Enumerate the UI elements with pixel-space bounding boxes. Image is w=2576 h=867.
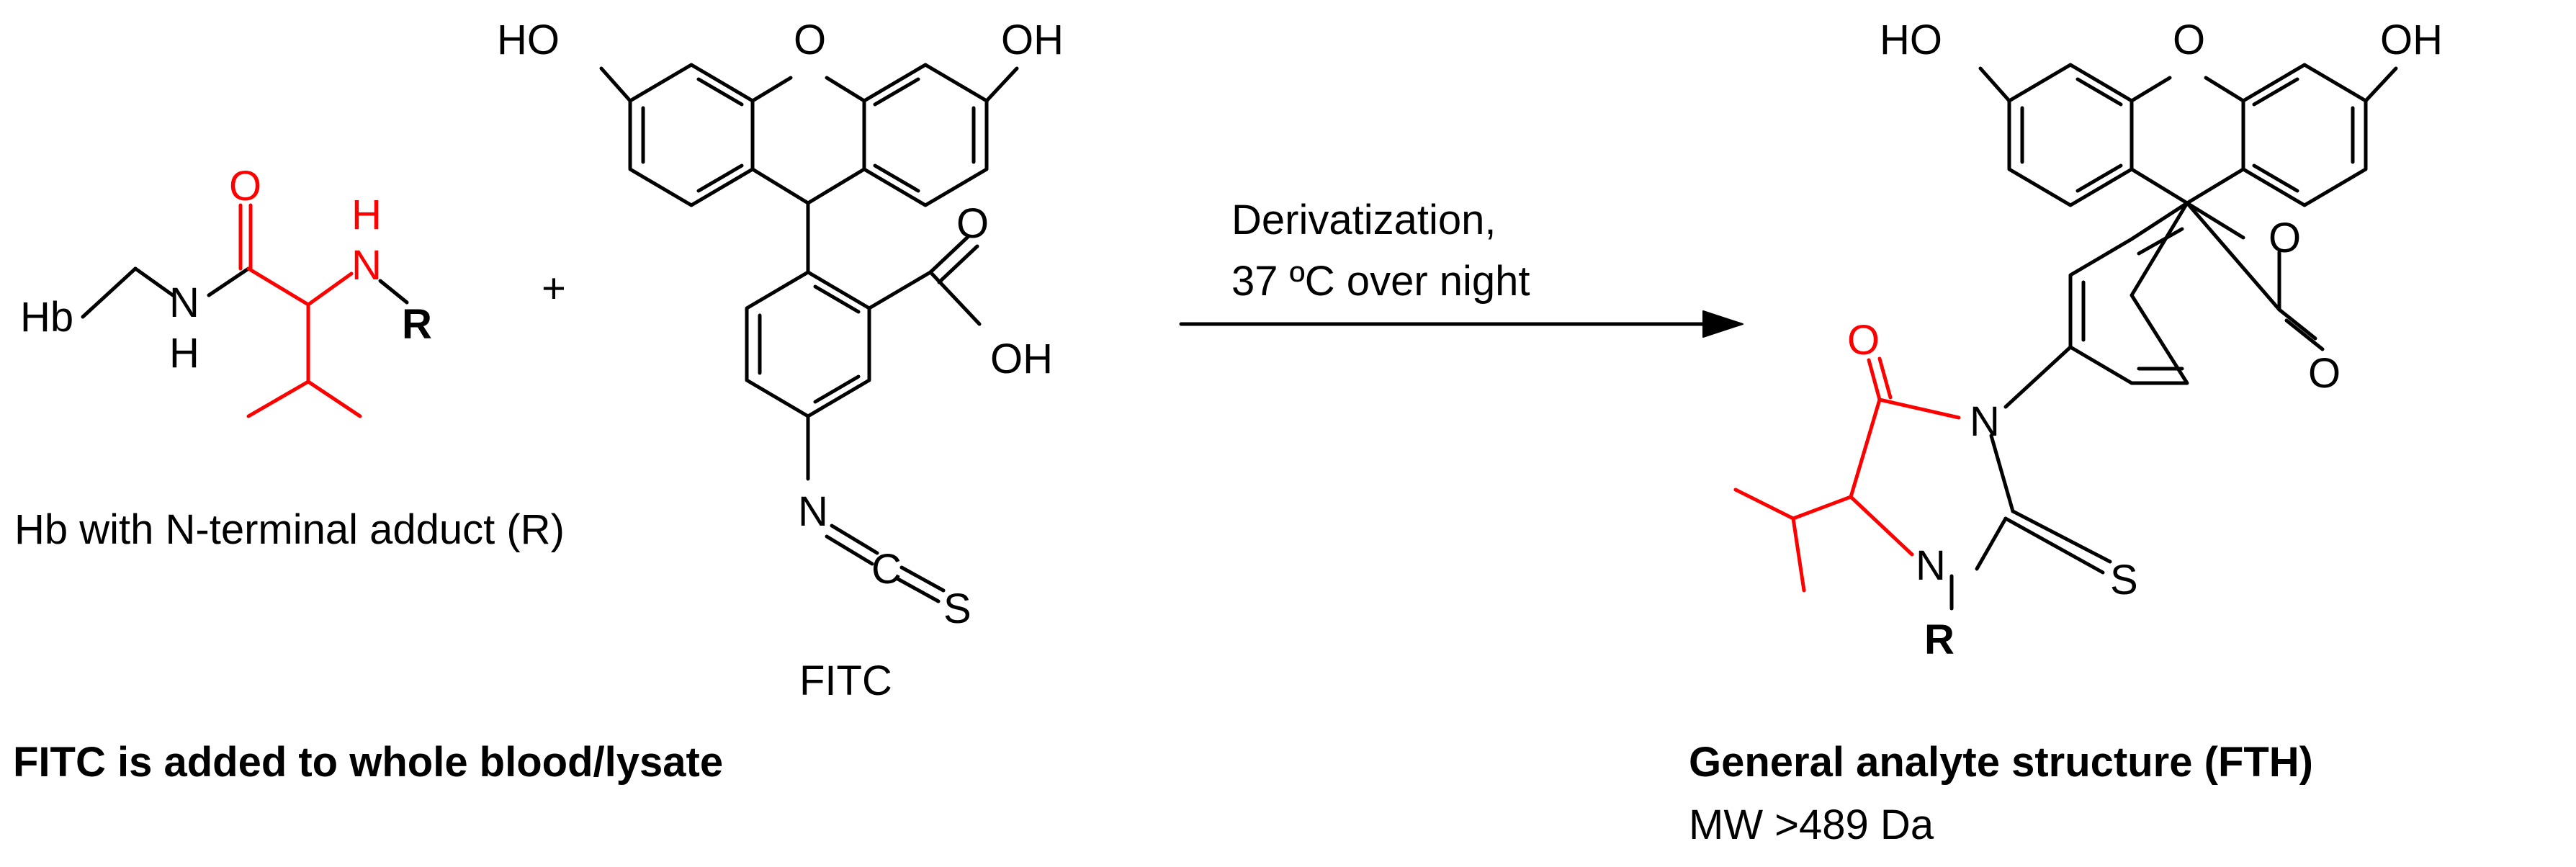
amine-n-label: N [351, 242, 382, 289]
reaction-arrow: Derivatization, 37 ºC over night [1179, 197, 1743, 338]
amide-h-label: H [169, 330, 199, 377]
product-oh-label: OH [2380, 17, 2443, 63]
product-ho-label: HO [1880, 17, 1942, 63]
reactant-caption: Hb with N-terminal adduct (R) [14, 506, 565, 553]
product-hydantoin-o-label: O [1847, 317, 1880, 364]
fitc-structure: HO O OH O OH N C S FITC [497, 17, 1064, 704]
footer-left-caption: FITC is added to whole blood/lysate [13, 739, 723, 786]
arrow-condition-1: Derivatization, [1231, 197, 1496, 243]
fitc-n-label: N [798, 488, 828, 535]
carbonyl-o-label: O [229, 163, 261, 210]
product-structure: HO O OH O O O N N S R [1733, 17, 2443, 663]
arrow-condition-2: 37 ºC over night [1231, 258, 1530, 305]
reactant-hb-adduct: Hb N H O H N R Hb with N-terminal adduct… [14, 163, 565, 553]
product-lactone-co-label: O [2308, 350, 2341, 397]
fitc-ho-label: HO [497, 17, 560, 63]
fitc-ring-o-label: O [794, 17, 826, 63]
fitc-name: FITC [799, 657, 892, 704]
product-ring-o-label: O [2173, 17, 2205, 63]
product-caption: General analyte structure (FTH) [1689, 739, 2313, 786]
fitc-acid-o-label: O [956, 200, 989, 247]
product-n-top-label: N [1970, 398, 2000, 445]
fitc-c-label: C [871, 546, 902, 593]
product-mw: MW >489 Da [1689, 801, 1934, 848]
product-r-label: R [1924, 616, 1955, 663]
product-s-label: S [2110, 557, 2138, 603]
plus-sign: + [542, 265, 566, 312]
product-lactone-o-label: O [2268, 215, 2301, 261]
product-n-bottom-label: N [1916, 542, 1946, 589]
fitc-s-label: S [943, 585, 971, 632]
fitc-oh-label: OH [1001, 17, 1064, 63]
hb-label: Hb [20, 294, 73, 341]
amine-h-label: H [351, 192, 382, 238]
r-group-label: R [402, 301, 432, 348]
fitc-acid-oh-label: OH [990, 336, 1053, 382]
amide-n-label: N [169, 279, 199, 326]
